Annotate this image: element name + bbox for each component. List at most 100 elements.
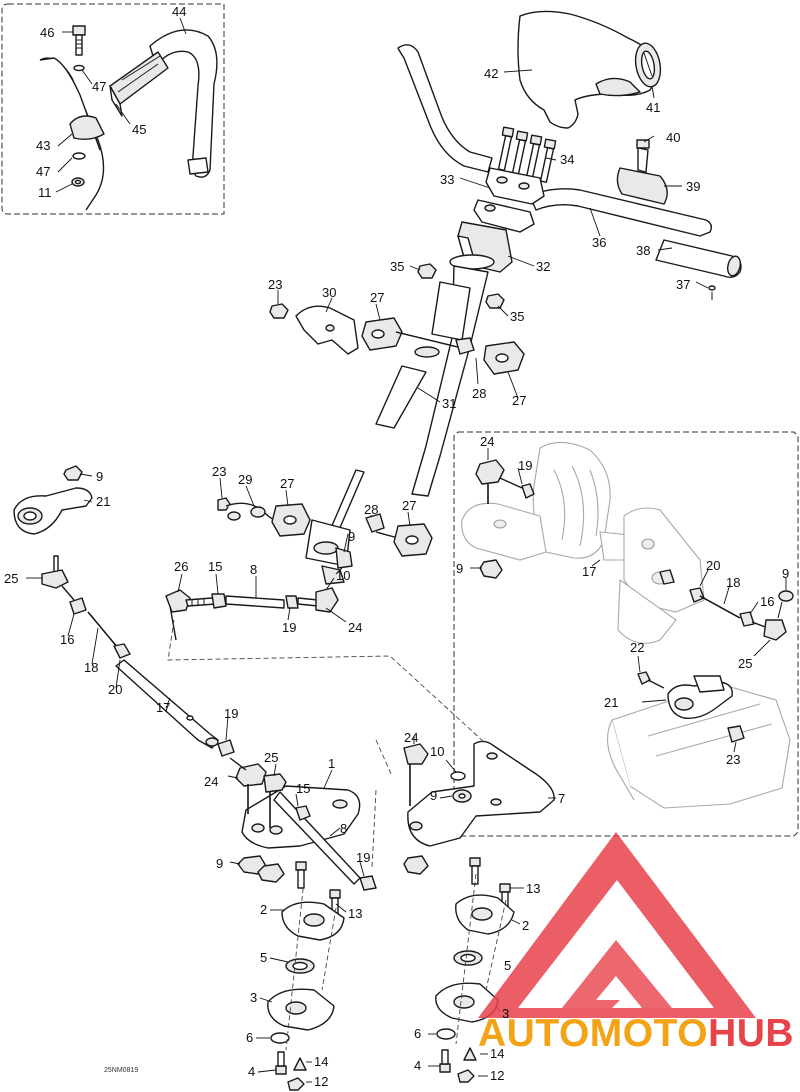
callout-36: 36: [592, 235, 606, 250]
callout-13: 13: [348, 906, 362, 921]
callout-24: 24: [348, 620, 362, 635]
callout-47: 47: [92, 79, 106, 94]
callout-28: 28: [472, 386, 486, 401]
logo-mark-icon: [478, 832, 756, 1018]
callout-24: 24: [480, 434, 494, 449]
callout-2: 2: [260, 902, 267, 917]
callout-34: 34: [560, 152, 574, 167]
handlebar-assembly: [269, 10, 742, 497]
callout-41: 41: [646, 100, 660, 115]
callout-23: 23: [212, 464, 226, 479]
callout-9: 9: [456, 561, 463, 576]
lower-right-bracket: [403, 736, 556, 1083]
logo-text-hub: HUB: [708, 1012, 794, 1055]
callout-2: 2: [522, 918, 529, 933]
callout-37: 37: [676, 277, 690, 292]
callout-20: 20: [706, 558, 720, 573]
callout-16: 16: [60, 632, 74, 647]
callout-42: 42: [484, 66, 498, 81]
callout-45: 45: [132, 122, 146, 137]
callout-38: 38: [636, 243, 650, 258]
callout-18: 18: [84, 660, 98, 675]
inset-frame-handlebar-detail: [1, 3, 225, 215]
callout-27: 27: [280, 476, 294, 491]
callout-21: 21: [604, 695, 618, 710]
callout-11: 11: [38, 185, 52, 200]
svg-text:AUTOMOTOHUB: AUTOMOTOHUB: [478, 1012, 794, 1055]
callout-19: 19: [224, 706, 238, 721]
callout-18: 18: [726, 575, 740, 590]
callout-15: 15: [296, 781, 310, 796]
callout-12: 12: [314, 1074, 328, 1089]
callout-5: 5: [504, 958, 511, 973]
callout-24: 24: [204, 774, 218, 789]
callout-20: 20: [108, 682, 122, 697]
callout-19: 19: [356, 850, 370, 865]
callout-28: 28: [364, 502, 378, 517]
callout-25: 25: [4, 571, 18, 586]
callout-25: 25: [738, 656, 752, 671]
callout-8: 8: [340, 821, 347, 836]
callout-32: 32: [536, 259, 550, 274]
callout-31: 31: [442, 396, 456, 411]
assembly-dash-lines: [167, 619, 507, 1051]
callout-27: 27: [370, 290, 384, 305]
watermark-logo: AUTOMOTOHUB: [478, 832, 794, 1055]
callout-46: 46: [40, 25, 54, 40]
callout-25: 25: [264, 750, 278, 765]
logo-text-moto: MOTO: [590, 1012, 708, 1055]
callout-9: 9: [782, 566, 789, 581]
callout-7: 7: [558, 791, 565, 806]
callout-8: 8: [250, 562, 257, 577]
callout-26: 26: [174, 559, 188, 574]
callout-9: 9: [96, 469, 103, 484]
callout-3: 3: [250, 990, 257, 1005]
callout-17: 17: [582, 564, 596, 579]
callout-44: 44: [172, 4, 186, 19]
callout-17: 17: [156, 700, 170, 715]
callout-27: 27: [512, 393, 526, 408]
callout-24: 24: [404, 730, 418, 745]
left-tie-rod: [13, 465, 235, 757]
callout-12: 12: [490, 1068, 504, 1083]
callout-22: 22: [630, 640, 644, 655]
callout-9: 9: [430, 788, 437, 803]
callout-5: 5: [260, 950, 267, 965]
callout-23: 23: [726, 752, 740, 767]
callout-6: 6: [246, 1030, 253, 1045]
callout-1: 1: [328, 756, 335, 771]
callout-30: 30: [322, 285, 336, 300]
logo-g-shape: [562, 940, 672, 1008]
callout-14: 14: [314, 1054, 328, 1069]
callout-4: 4: [248, 1064, 255, 1079]
callout-40: 40: [666, 130, 680, 145]
callout-10: 10: [430, 744, 444, 759]
callout-19: 19: [518, 458, 532, 473]
callout-35: 35: [390, 259, 404, 274]
callout-23: 23: [268, 277, 282, 292]
callout-13: 13: [526, 881, 540, 896]
lower-left-bracket: [227, 757, 377, 1091]
logo-text-auto: AUTO: [478, 1012, 590, 1055]
drawing-reference: 25NM0819: [104, 1067, 138, 1074]
callout-6: 6: [414, 1026, 421, 1041]
callout-4: 4: [414, 1058, 421, 1073]
callout-14: 14: [490, 1046, 504, 1061]
callout-labels: 44 46 47 45 43 47 11 42 41 40 34 33 39 3…: [4, 4, 789, 1089]
handlebar-pad-inset: [39, 17, 218, 211]
callout-29: 29: [238, 472, 252, 487]
middle-linkage: [165, 469, 433, 641]
callout-35: 35: [510, 309, 524, 324]
callout-21: 21: [96, 494, 110, 509]
callout-9: 9: [348, 529, 355, 544]
callout-19: 19: [282, 620, 296, 635]
steering-gear-inset: [461, 441, 794, 809]
callout-47: 47: [36, 164, 50, 179]
inset-frame-steering-gear-detail: [453, 431, 799, 837]
callout-10: 10: [336, 568, 350, 583]
callout-27: 27: [402, 498, 416, 513]
callout-33: 33: [440, 172, 454, 187]
callout-15: 15: [208, 559, 222, 574]
callout-16: 16: [760, 594, 774, 609]
